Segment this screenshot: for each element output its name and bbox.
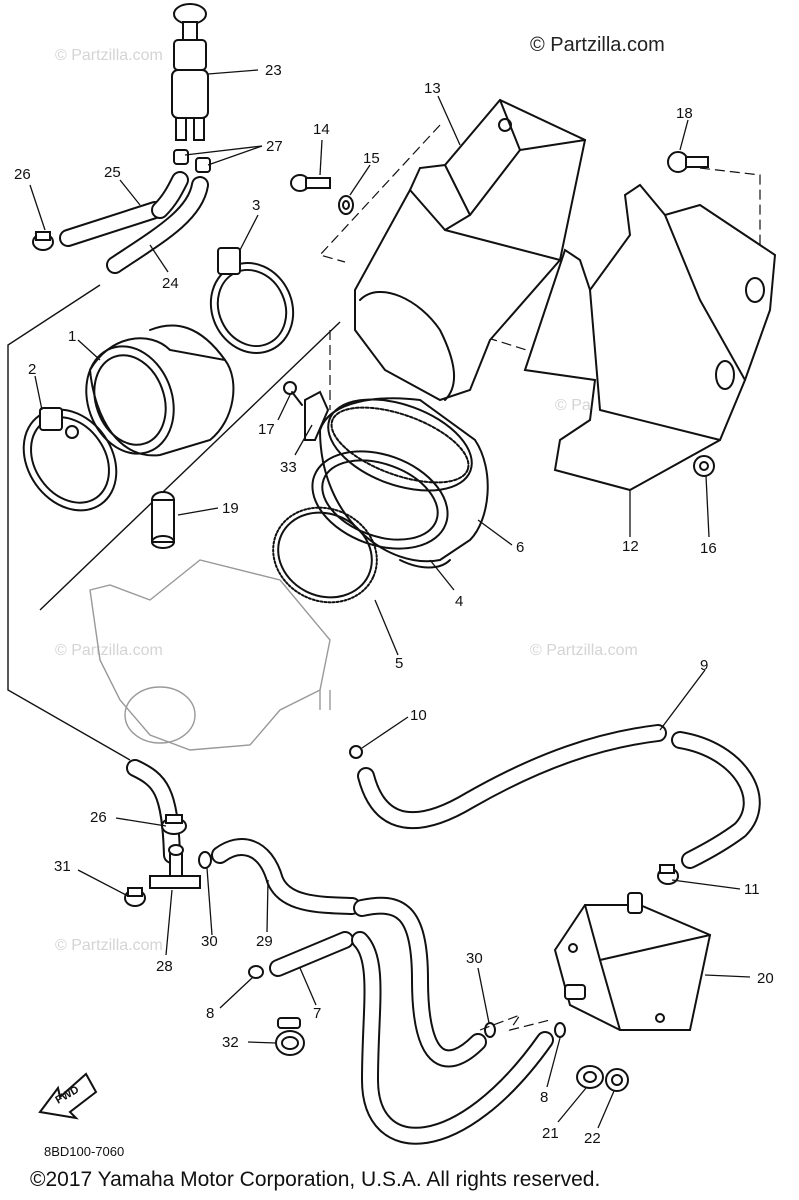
watermark-faint: © Partzilla.com [55, 47, 163, 64]
part-16-nut[interactable] [693, 455, 715, 477]
part-u-hose[interactable] [351, 896, 554, 1145]
part-31-clamp[interactable] [124, 887, 146, 907]
callout-1: 1 [68, 328, 76, 345]
callout-13: 13 [424, 80, 441, 97]
callout-4: 4 [455, 593, 463, 610]
part-26-clamp-top[interactable] [32, 231, 54, 251]
part-28-t-joint[interactable] [149, 844, 201, 889]
part-5-spring-band[interactable] [258, 491, 393, 619]
callout-12: 12 [622, 538, 639, 555]
callout-26: 26 [90, 809, 107, 826]
callout-18: 18 [676, 105, 693, 122]
callout-28: 28 [156, 958, 173, 975]
part-21-fitting[interactable] [576, 1065, 604, 1089]
part-27-clamps[interactable] [173, 149, 211, 173]
callout-6: 6 [516, 539, 524, 556]
callout-16: 16 [700, 540, 717, 557]
part-18-bolt[interactable] [667, 151, 709, 173]
callout-30: 30 [201, 933, 218, 950]
callout-30: 30 [466, 950, 483, 967]
callout-2: 2 [28, 361, 36, 378]
callouts: 23 27 26 25 24 3 14 15 13 18 1 2 17 33 1… [14, 62, 774, 1147]
part-30-clip-left[interactable] [198, 851, 212, 869]
callout-27: 27 [266, 138, 283, 155]
callout-10: 10 [410, 707, 427, 724]
callout-14: 14 [313, 121, 330, 138]
callout-8: 8 [206, 1005, 214, 1022]
part-17-screw[interactable] [283, 381, 303, 406]
part-29-hose[interactable] [211, 838, 361, 915]
callout-9: 9 [700, 657, 708, 674]
callout-23: 23 [265, 62, 282, 79]
callout-17: 17 [258, 421, 275, 438]
diagram-code: 8BD100-7060 [44, 1144, 125, 1159]
callout-31: 31 [54, 858, 71, 875]
part-24-hose[interactable] [106, 171, 209, 274]
watermark-faint: © Partzilla.com [530, 642, 638, 659]
part-22-fitting[interactable] [605, 1068, 629, 1092]
callout-24: 24 [162, 275, 179, 292]
part-12-cover[interactable] [523, 183, 777, 492]
part-9-hose[interactable] [357, 724, 761, 869]
part-7-hose[interactable] [269, 931, 354, 977]
part-23-valve[interactable] [171, 3, 209, 141]
callout-32: 32 [222, 1034, 239, 1051]
engine-outline [89, 559, 331, 751]
part-11-clamp[interactable] [657, 864, 679, 885]
watermark-faint: © Partzilla.com [55, 642, 163, 659]
callout-25: 25 [104, 164, 121, 181]
callout-21: 21 [542, 1125, 559, 1142]
part-13-airbox[interactable] [354, 98, 587, 402]
callout-5: 5 [395, 655, 403, 672]
copyright-notice: ©2017 Yamaha Motor Corporation, U.S.A. A… [30, 1168, 601, 1191]
part-25-hose[interactable] [59, 201, 164, 247]
part-1-joint[interactable] [72, 324, 235, 466]
part-2-band[interactable] [5, 392, 136, 529]
part-20-pump[interactable] [553, 892, 712, 1031]
callout-26: 26 [14, 166, 31, 183]
callout-8: 8 [540, 1089, 548, 1106]
part-10-clip[interactable] [349, 745, 363, 759]
part-3-band[interactable] [196, 247, 307, 367]
part-hose-elbow[interactable] [126, 759, 181, 864]
callout-33: 33 [280, 459, 297, 476]
part-8-clip-right[interactable] [554, 1022, 566, 1038]
part-32-clamp[interactable] [275, 1017, 305, 1056]
guide-dash-lower [479, 1013, 551, 1031]
part-15-washer[interactable] [338, 195, 354, 215]
fwd-arrow: FWD [38, 1072, 98, 1120]
part-14-bolt[interactable] [290, 174, 331, 192]
callout-15: 15 [363, 150, 380, 167]
guide-line-left [7, 284, 131, 761]
callout-29: 29 [256, 933, 273, 950]
callout-7: 7 [313, 1005, 321, 1022]
callout-11: 11 [744, 881, 760, 898]
leader-lines [29, 69, 751, 1129]
guide-line-diagonal [39, 321, 341, 611]
callout-3: 3 [252, 197, 260, 214]
callout-20: 20 [757, 970, 774, 987]
part-26-clamp-lower[interactable] [161, 814, 187, 835]
watermark-faint: © Partzilla.com [55, 937, 163, 954]
callout-19: 19 [222, 500, 239, 517]
part-19-cap[interactable] [151, 491, 175, 549]
part-30-clip-right[interactable] [484, 1022, 496, 1038]
part-4-ring[interactable] [399, 559, 451, 569]
part-8-clip-left[interactable] [248, 965, 264, 979]
callout-22: 22 [584, 1130, 601, 1147]
partzilla-watermark: © Partzilla.com [530, 34, 665, 56]
